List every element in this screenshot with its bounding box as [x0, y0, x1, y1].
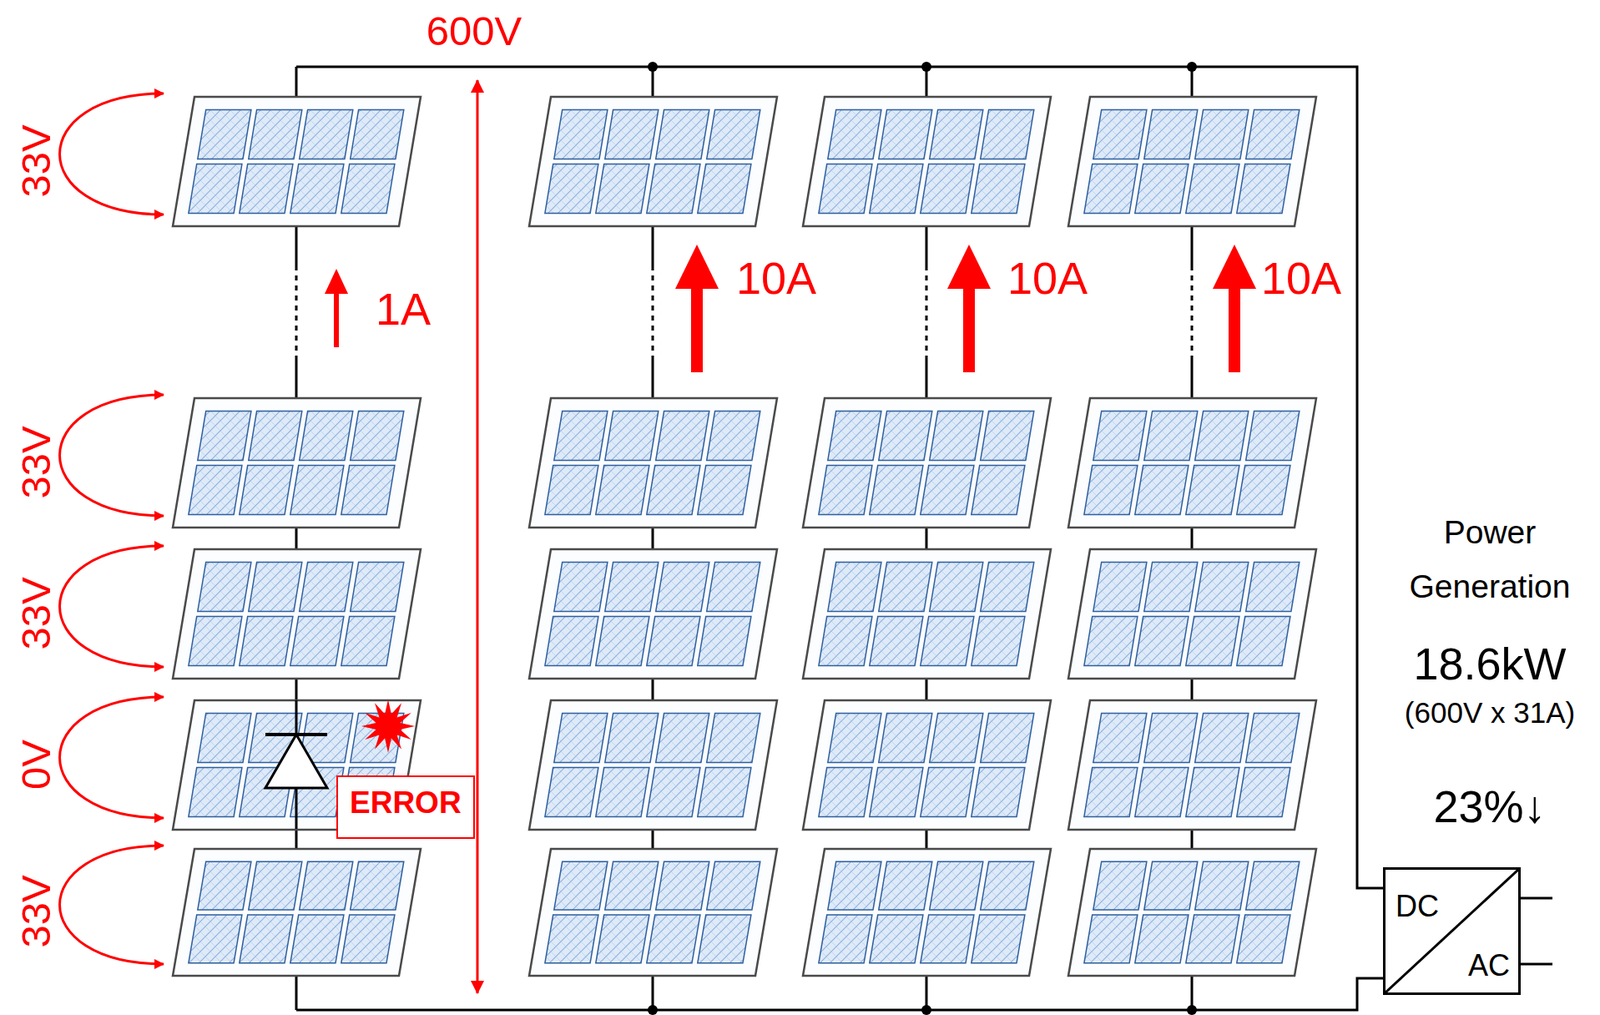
voltage-arc [60, 845, 165, 965]
voltage-span-arrow [476, 80, 480, 994]
solar-panel [529, 96, 778, 227]
junction-dots [647, 61, 1197, 1015]
string-current: 10A [1007, 255, 1088, 301]
top-bus-wire [296, 66, 1383, 889]
solar-panel [172, 549, 421, 679]
solar-panel [172, 848, 421, 976]
solar-panel [1068, 96, 1317, 227]
power-value: 18.6kW [1413, 641, 1566, 687]
voltage-arc [60, 696, 165, 818]
module-voltage: 33V [15, 874, 57, 948]
power-heading: Power Generation [1385, 504, 1595, 614]
voltage-arc [60, 93, 165, 215]
diode-bar [265, 732, 328, 737]
solar-panel [1068, 549, 1317, 679]
string-current: 10A [736, 255, 817, 301]
solar-panel [802, 549, 1051, 679]
dc-ac-inverter: DC AC [1382, 867, 1521, 995]
solar-panels [172, 96, 1317, 976]
solar-panel [529, 549, 778, 679]
module-voltage: 33V [15, 124, 57, 197]
solar-panel [529, 398, 778, 528]
current-arrows [324, 244, 1257, 373]
dc-label: DC [1395, 891, 1439, 922]
solar-panel [802, 398, 1051, 528]
system-voltage: 600V [426, 10, 522, 52]
error-box: ERROR [336, 775, 475, 839]
solar-panel [172, 398, 421, 528]
voltage-arc [60, 394, 165, 516]
module-voltage-arcs [60, 93, 165, 965]
bottom-bus-wire [296, 978, 1383, 1010]
solar-panel [1068, 398, 1317, 528]
error-text: ERROR [349, 785, 462, 822]
solar-panel [802, 848, 1051, 976]
bypass-diode-symbol [265, 734, 328, 788]
error-burst [361, 699, 415, 753]
solar-panel [1068, 700, 1317, 830]
solar-panel [529, 848, 778, 976]
string-current: 10A [1261, 255, 1342, 301]
power-formula: (600V x 31A) [1404, 697, 1575, 727]
solar-panel [529, 700, 778, 830]
module-voltage: 0V [15, 739, 57, 790]
solar-panel [802, 700, 1051, 830]
module-voltage: 33V [15, 576, 57, 650]
power-loss: 23%↓ [1433, 783, 1546, 829]
ac-label: AC [1468, 950, 1510, 981]
ac-terminals [1520, 898, 1553, 965]
voltage-arc [60, 545, 165, 667]
module-voltage: 33V [15, 425, 57, 499]
solar-panel [1068, 848, 1317, 976]
solar-panel [802, 96, 1051, 227]
wires [296, 66, 1553, 1010]
solar-panel [172, 96, 421, 227]
string-current: 1A [375, 286, 431, 332]
